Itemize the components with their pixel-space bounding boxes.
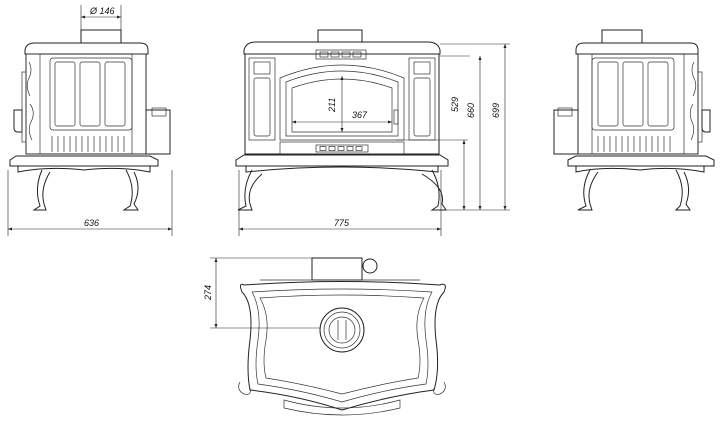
door-glass	[291, 78, 393, 133]
top-view	[238, 257, 446, 416]
front-lip	[283, 399, 401, 416]
upper-grille-slots	[319, 51, 362, 58]
panel-right-2	[622, 61, 644, 127]
base-plate-left	[9, 155, 159, 167]
flue-collar-outer	[319, 307, 365, 353]
leg-front-right	[674, 169, 691, 211]
upper-grille	[315, 49, 367, 60]
handle-right	[701, 109, 711, 133]
flue-offset-dimension: 274	[203, 257, 320, 329]
flue-collar-inner	[328, 316, 356, 344]
flue-offset-label: 274	[203, 285, 213, 301]
front-right-panel-top	[413, 61, 431, 75]
top-inner-rim	[251, 288, 433, 403]
firebox-dimensions: 211 367	[292, 76, 392, 132]
scroll-front-left	[238, 381, 251, 395]
panel-left-1	[54, 61, 76, 127]
flue-diameter-label: Ø 146	[89, 6, 115, 16]
top-plate-right	[575, 42, 699, 55]
door-frame	[279, 64, 405, 141]
base-plate-right	[567, 155, 715, 167]
door-inner	[285, 70, 399, 137]
front-left-panel	[253, 77, 271, 137]
firebox-height-label: 211	[327, 98, 337, 113]
rear-flue-cap-left	[151, 107, 167, 117]
overall-height-label: 699	[491, 103, 501, 118]
rear-flue-box-right	[553, 109, 579, 155]
ornament-right	[689, 61, 697, 141]
rear-flue-cap-top	[362, 258, 378, 274]
door-edge-left	[21, 71, 27, 143]
leg-front-left	[237, 169, 263, 211]
panel-right-1	[597, 61, 619, 127]
front-left-column	[248, 57, 276, 141]
firebox-width-label: 367	[352, 110, 368, 120]
flue-collar-mid	[323, 311, 361, 349]
right-side-view	[553, 29, 715, 211]
door-handle	[393, 109, 399, 125]
back-column-left	[131, 53, 147, 155]
door-edge-right	[697, 71, 703, 143]
panel-right-3	[647, 61, 669, 127]
skirt-left	[17, 165, 151, 173]
lower-grille	[315, 144, 369, 153]
ash-ribs-left	[51, 136, 125, 152]
leg-front-right	[421, 169, 447, 211]
skirt-front	[245, 165, 439, 173]
flue-diameter-dimension: Ø 146	[80, 5, 122, 30]
panel-left-3	[104, 61, 126, 127]
side-depth-label: 636	[84, 218, 99, 228]
rear-flue-top	[311, 257, 363, 281]
handle-left	[13, 109, 23, 133]
body-right	[577, 53, 699, 155]
leg-front-left	[32, 169, 51, 211]
ash-ribs-right	[597, 136, 671, 152]
leg-back-right	[577, 169, 599, 211]
height-dimensions: 529 660 699	[396, 43, 510, 211]
front-width-label: 775	[334, 218, 350, 228]
rear-flue-cap-right	[557, 107, 573, 117]
leg-back-left	[122, 169, 139, 211]
skirt-right	[575, 165, 705, 173]
rear-flue-box-left	[145, 109, 171, 155]
panel-left-2	[79, 61, 101, 127]
side-frame-right	[591, 57, 675, 131]
ornament-left	[26, 61, 34, 141]
top-plate-left	[24, 42, 149, 55]
flue-pipe-left	[80, 29, 122, 45]
top-plate-area	[259, 294, 425, 395]
scroll-front-right	[433, 381, 446, 395]
left-side-view	[9, 29, 171, 211]
front-right-panel	[413, 77, 431, 137]
body-left	[25, 53, 147, 155]
base-plate-front	[235, 154, 449, 167]
front-width-dimension: 775	[238, 170, 442, 236]
top-plate-front	[243, 41, 441, 55]
side-depth-dimension: 636	[7, 170, 173, 236]
front-left-panel-top	[253, 61, 271, 75]
height-to-door-label: 529	[450, 97, 460, 112]
height-to-top-label: 660	[466, 103, 476, 118]
lower-grille-slots	[319, 146, 363, 151]
flue-pipe-right	[601, 29, 643, 45]
ash-door	[279, 141, 405, 155]
